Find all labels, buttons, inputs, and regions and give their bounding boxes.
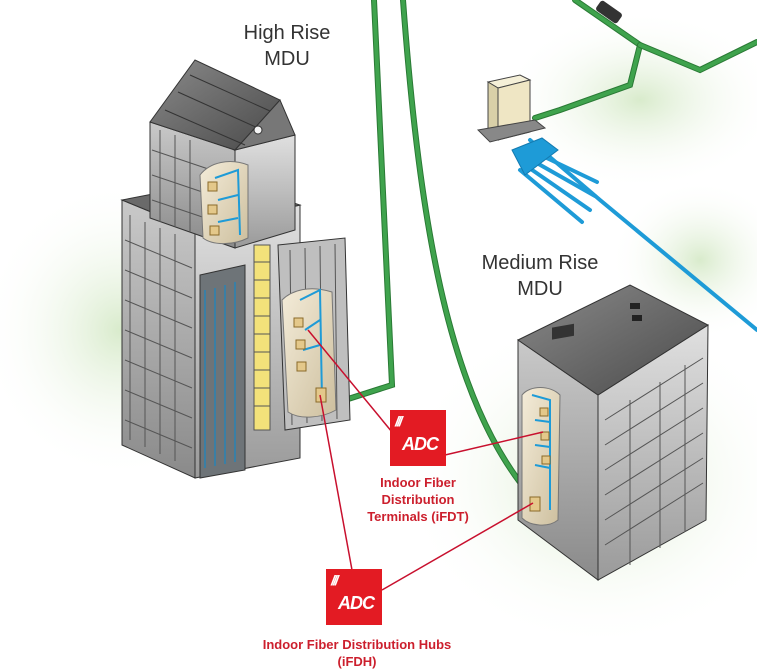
high-rise-title: High Rise MDU bbox=[243, 22, 331, 70]
adc-logo-ifdh: /// ADC bbox=[326, 569, 382, 625]
ifdh-label: Indoor Fiber Distribution Hubs (iFDH) bbox=[262, 637, 452, 669]
blue-fiber-cables bbox=[511, 137, 757, 332]
ifdt-label: Indoor Fiber Distribution Terminals (iFD… bbox=[367, 475, 469, 524]
adc-logo-ifdt: /// ADC bbox=[390, 410, 446, 466]
cutaway-lower bbox=[281, 288, 337, 418]
fiber-distribution-cabinet bbox=[476, 74, 547, 143]
connector-lines bbox=[307, 329, 544, 591]
splice-enclosure bbox=[596, 0, 622, 24]
medium-rise-building bbox=[517, 284, 710, 581]
high-rise-building bbox=[120, 59, 351, 479]
riser-column bbox=[253, 244, 271, 431]
medium-rise-title: Medium Rise MDU bbox=[481, 252, 599, 300]
